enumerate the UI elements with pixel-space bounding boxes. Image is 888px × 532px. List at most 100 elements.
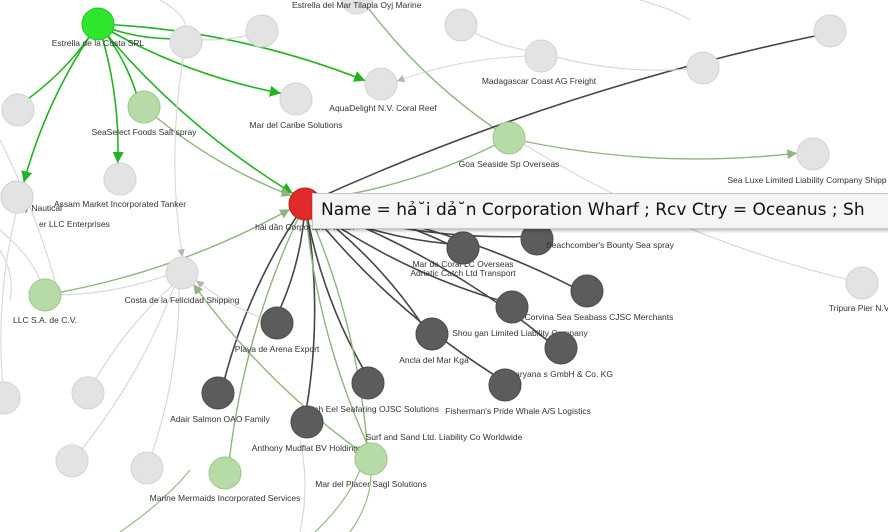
- node-label-marine-mermaids: Marine Mermaids Incorporated Services: [150, 493, 301, 503]
- node-label-surf-sand: Surf and Sand Ltd. Liability Co Worldwid…: [366, 432, 523, 442]
- node-label-corvina: Corvina Sea Seabass CJSC Merchants: [525, 312, 674, 322]
- edge-offscreen: [639, 0, 691, 21]
- node-circle-assam[interactable]: [103, 162, 137, 196]
- edge-hai-dan-to-adair: [223, 203, 306, 379]
- node-circle-seaselect[interactable]: [127, 90, 161, 124]
- node-assam[interactable]: Assam Market Incorporated Tanker: [54, 162, 186, 209]
- edge-f9-to-costa-felicidad: [146, 288, 180, 469]
- node-circle-f8[interactable]: [55, 444, 89, 478]
- node-circle-marine-mermaids[interactable]: [208, 456, 242, 490]
- node-circle-f1[interactable]: [169, 25, 203, 59]
- node-haryana[interactable]: Haryana s GmbH & Co. KG: [509, 331, 613, 379]
- node-circle-fishermans[interactable]: [488, 368, 522, 402]
- node-label-costa-felicidad: Costa de la Felicidad Shipping: [125, 295, 240, 305]
- node-costa-felicidad[interactable]: Costa de la Felicidad Shipping: [125, 256, 240, 305]
- node-circle-llc-sa[interactable]: [28, 278, 62, 312]
- node-label-goa: Goa Seaside Sp Overseas: [459, 159, 560, 169]
- node-circle-dutch-eel[interactable]: [351, 366, 385, 400]
- node-circle-shou-gan[interactable]: [495, 290, 529, 324]
- node-label-nautical: ny Nautical: [20, 203, 62, 213]
- edge-hai-dan-to-anthony: [304, 203, 316, 407]
- node-circle-f3[interactable]: [444, 8, 478, 42]
- node-circle-estrella-costa[interactable]: [81, 7, 115, 41]
- node-circle-f9[interactable]: [130, 451, 164, 485]
- node-madagascar[interactable]: Madagascar Coast AG Freight: [482, 39, 597, 86]
- node-dutch-eel[interactable]: Dutch Eel Seafaring OJSC Solutions: [301, 366, 439, 414]
- node-circle-f2[interactable]: [245, 14, 279, 48]
- node-circle-playa-arena[interactable]: [260, 306, 294, 340]
- node-circle-adriatic[interactable]: [446, 231, 480, 265]
- edge-goa-to-sea-luxe: [508, 137, 798, 160]
- node-circle-madagascar[interactable]: [524, 39, 558, 73]
- node-tripura[interactable]: Tripura Pier N.V. Sc: [829, 266, 888, 313]
- node-circle-haryana[interactable]: [544, 331, 578, 365]
- node-label-mar-caribe: Mar del Caribe Solutions: [249, 120, 342, 130]
- node-estrella-costa[interactable]: Estrella de la Costa SRL: [52, 7, 145, 48]
- node-f10[interactable]: [813, 14, 847, 48]
- node-er-llc[interactable]: er LLC Enterprises: [0, 180, 110, 229]
- node-circle-er-llc[interactable]: [0, 180, 34, 214]
- node-circle-f6[interactable]: [0, 381, 21, 415]
- node-playa-arena[interactable]: Playa de Arena Export: [235, 306, 320, 354]
- node-circle-tripura[interactable]: [845, 266, 879, 300]
- node-seaselect[interactable]: SeaSelect Foods Salt spray: [92, 90, 198, 137]
- node-circle-ancla[interactable]: [415, 317, 449, 351]
- node-tooltip: Name = hả˘i dả˘n Corporation Wharf ; Rcv…: [312, 193, 888, 229]
- node-label-estrella-costa: Estrella de la Costa SRL: [52, 38, 145, 48]
- edge-madagascar-to-aquadelight: [396, 55, 542, 83]
- node-shou-gan[interactable]: Shou gan Limited Liability Company: [452, 290, 589, 338]
- edge-offscreen: [0, 249, 12, 301]
- node-ancla[interactable]: Ancla del Mar Kga: [399, 317, 469, 365]
- node-label-adriatic: Adriatic Catch Ltd Transport: [410, 268, 516, 278]
- node-label-adair: Adair Salmon OAO Family: [170, 414, 270, 424]
- node-f1[interactable]: [169, 25, 203, 59]
- edge-estrella-costa-to-aquadelight: [97, 23, 366, 82]
- node-circle-f5[interactable]: [1, 93, 35, 127]
- node-circle-anthony[interactable]: [290, 405, 324, 439]
- node-adair[interactable]: Adair Salmon OAO Family: [170, 376, 271, 424]
- edge-offscreen: [299, 439, 306, 532]
- node-f7[interactable]: [71, 376, 105, 410]
- node-circle-f10[interactable]: [813, 14, 847, 48]
- node-circle-f7[interactable]: [71, 376, 105, 410]
- node-circle-aquadelight[interactable]: [364, 67, 398, 101]
- node-goa[interactable]: Goa Seaside Sp Overseas: [459, 121, 560, 169]
- node-llc-sa[interactable]: LLC S.A. de C.V.: [13, 278, 77, 325]
- node-fishermans[interactable]: Fisherman's Pride Whale A/S Logistics: [445, 368, 591, 416]
- node-mar-placer[interactable]: Mar del Placer Sagl Solutions: [315, 442, 427, 489]
- edge-estrella-costa-to-mar-caribe: [97, 23, 282, 97]
- node-estrella-mar[interactable]: Estrella del Mar Tilapia Oyj Marine: [292, 0, 422, 15]
- node-f2[interactable]: [245, 14, 279, 48]
- node-f9[interactable]: [130, 451, 164, 485]
- node-f6[interactable]: [0, 381, 21, 415]
- edge-seaselect-to-hai-dan: [143, 106, 292, 197]
- node-mar-caribe[interactable]: Mar del Caribe Solutions: [249, 82, 343, 130]
- node-circle-estrella-mar[interactable]: [340, 0, 374, 15]
- node-f8[interactable]: [55, 444, 89, 478]
- node-circle-mar-placer[interactable]: [354, 442, 388, 476]
- node-aquadelight[interactable]: AquaDelight N.V. Coral Reef: [329, 67, 437, 113]
- node-circle-costa-felicidad[interactable]: [165, 256, 199, 290]
- node-adriatic[interactable]: Adriatic Catch Ltd Transport: [410, 231, 516, 278]
- node-label-assam: Assam Market Incorporated Tanker: [54, 199, 186, 209]
- node-circle-mar-caribe[interactable]: [279, 82, 313, 116]
- node-circle-corvina[interactable]: [570, 274, 604, 308]
- node-circle-goa[interactable]: [492, 121, 526, 155]
- edge-surf-sand-to-costa-felicidad: [192, 283, 372, 460]
- node-corvina[interactable]: Corvina Sea Seabass CJSC Merchants: [525, 274, 674, 322]
- node-label-haryana: Haryana s GmbH & Co. KG: [509, 369, 613, 379]
- node-marine-mermaids[interactable]: Marine Mermaids Incorporated Services: [150, 456, 301, 503]
- edge-goa-to-estrella-mar: [368, 8, 510, 139]
- node-f4[interactable]: [686, 51, 720, 85]
- node-f3[interactable]: [444, 8, 478, 42]
- node-circle-adair[interactable]: [201, 376, 235, 410]
- node-circle-sea-luxe[interactable]: [796, 137, 830, 171]
- node-f5[interactable]: [1, 93, 35, 127]
- edge-f8-to-costa-felicidad: [71, 286, 175, 462]
- node-label-mar-placer: Mar del Placer Sagl Solutions: [315, 479, 427, 489]
- edge-hai-dan-to-mar-placer: [304, 203, 368, 444]
- node-anthony[interactable]: Anthony Mudflat BV Holdings: [252, 405, 363, 453]
- node-sea-luxe[interactable]: Sea Luxe Limited Liability Company Shipp: [727, 137, 887, 185]
- node-circle-f4[interactable]: [686, 51, 720, 85]
